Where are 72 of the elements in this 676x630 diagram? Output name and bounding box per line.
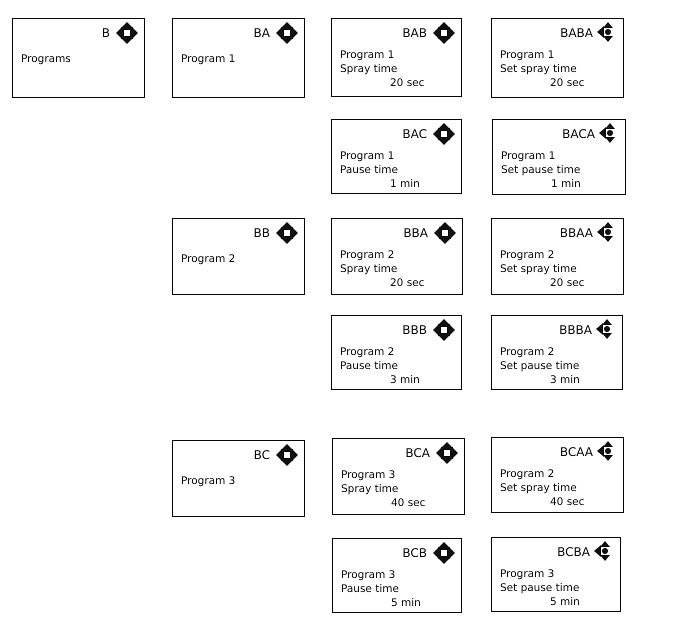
menu-item-text: Set pause time: [500, 360, 580, 372]
menu-item-text: Set pause time: [500, 582, 580, 594]
menu-code: BCBA: [557, 545, 590, 559]
menu-item-text: Set pause time: [501, 164, 580, 176]
menu-item-text: Program 2: [500, 249, 554, 261]
menu-code: BA: [254, 26, 270, 40]
menu-code: BCB: [402, 546, 427, 560]
menu-item-text: Pause time: [340, 164, 398, 176]
menu-item-text: Program 2: [500, 468, 554, 480]
menu-item-text: Set spray time: [500, 263, 577, 275]
menu-item-text: Spray time: [340, 263, 398, 275]
menu-item-text: Program 1: [500, 49, 554, 61]
menu-item-text: Program 2: [500, 346, 554, 358]
value-text: 1 min: [390, 178, 420, 190]
menu-item-text: Program 1: [340, 150, 394, 162]
menu-item-text: Program 3: [341, 469, 396, 481]
display-screen: [331, 119, 462, 194]
menu-item-text: Program 1: [501, 150, 556, 162]
value-text: 40 sec: [391, 497, 426, 509]
display-screen: [491, 315, 623, 390]
display-screen: [172, 440, 305, 517]
value-text: 40 sec: [550, 496, 584, 508]
menu-code: BACA: [562, 127, 595, 141]
value-text: 1 min: [551, 178, 581, 190]
menu-item-text: Program 2: [340, 249, 394, 261]
display-screen: [491, 218, 624, 295]
display-screen: [491, 537, 621, 612]
menu-item-text: Spray time: [340, 63, 398, 75]
display-screen: [492, 119, 626, 195]
value-text: 20 sec: [550, 277, 584, 289]
menu-item-text: Spray time: [341, 483, 398, 495]
display-screen: [331, 218, 463, 295]
value-text: 20 sec: [550, 77, 584, 89]
menu-code: B: [102, 26, 110, 40]
menu-code: BBBA: [559, 323, 592, 337]
value-text: 20 sec: [390, 77, 424, 89]
menu-code: BBAA: [560, 226, 593, 240]
menu-code: BCAA: [560, 445, 593, 459]
menu-code: BAB: [402, 26, 427, 40]
display-screen: [331, 18, 462, 97]
menu-code: BBB: [402, 323, 427, 337]
value-text: 3 min: [390, 374, 420, 386]
menu-code: BAC: [402, 127, 427, 141]
menu-code: BABA: [560, 26, 593, 40]
menu-code: BCA: [405, 446, 430, 460]
value-text: 5 min: [391, 597, 421, 609]
value-text: 20 sec: [390, 277, 424, 289]
value-text: 5 min: [550, 596, 580, 608]
menu-item-text: Programs: [21, 53, 71, 65]
menu-item-text: Program 2: [181, 253, 236, 265]
display-screen: [172, 218, 305, 295]
display-screen: [12, 18, 145, 98]
display-screen: [491, 437, 624, 513]
display-screen: [332, 538, 462, 613]
display-screen: [491, 18, 624, 98]
menu-item-text: Set spray time: [500, 482, 577, 494]
display-screen: [172, 18, 305, 98]
value-text: 3 min: [550, 374, 580, 386]
menu-item-text: Program 2: [340, 346, 394, 358]
display-screen: [332, 438, 465, 515]
menu-code: BC: [254, 448, 270, 462]
menu-item-text: Program 1: [340, 49, 394, 61]
display-screen: [331, 315, 462, 390]
menu-item-text: Program 3: [500, 568, 554, 580]
menu-item-text: Program 3: [181, 475, 236, 487]
menu-item-text: Set spray time: [500, 63, 577, 75]
menu-item-text: Pause time: [340, 360, 398, 372]
menu-code: BB: [254, 226, 270, 240]
menu-code: BBA: [403, 226, 428, 240]
menu-item-text: Program 1: [181, 53, 236, 65]
menu-item-text: Pause time: [341, 583, 399, 595]
menu-item-text: Program 3: [341, 569, 396, 581]
